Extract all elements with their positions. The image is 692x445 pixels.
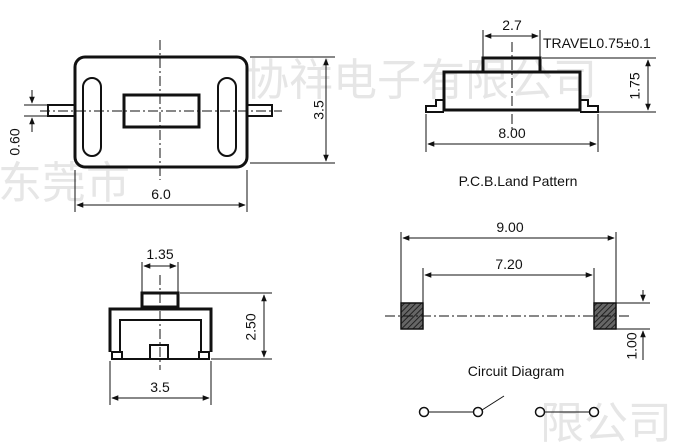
front-view: 1.35 2.50 3.5 [108,246,272,405]
circuit-switch-blade [481,395,505,411]
dim-175-label: 1.75 [627,72,643,99]
circuit-terminal-1 [418,406,430,418]
circuit-terminal-4 [588,406,600,418]
dim-6-label: 6.0 [151,186,171,202]
circuit-terminal-3 [534,406,546,418]
watermark-text-bottom-right: 限公司 [540,398,672,445]
top-view-left-slot [82,77,102,157]
dim-900-label: 9.00 [496,219,523,235]
dim-720-label: 7.20 [495,256,522,272]
dim-060-label: 0.60 [7,128,23,155]
side-view-left-foot [425,99,444,113]
dim-100-label: 1.00 [624,332,640,359]
watermark-text-right: 协祥电子有限公司 [245,55,597,106]
circuit-terminal-2 [472,406,484,418]
front-view-center-pin [149,344,169,360]
front-view-body [108,307,213,352]
dim-27-label: 2.7 [502,17,522,33]
dim-35b-label: 3.5 [150,379,170,395]
dim-250-label: 2.50 [243,313,259,340]
front-view-right-foot [198,351,210,360]
pcb-title: P.C.B.Land Pattern [459,173,578,189]
top-view: 6.0 3.5 0.60 [7,40,335,212]
dim-800-label: 8.00 [498,125,525,141]
pcb-land-pattern: 9.00 7.20 1.00 [385,219,650,360]
circuit-title: Circuit Diagram [468,363,564,379]
side-view: 2.7 TRAVEL0.75±0.1 1.75 8.00 [425,17,656,152]
front-view-left-foot [111,351,123,360]
circuit-diagram [418,395,600,418]
top-view-actuator [122,93,201,129]
travel-label: TRAVEL0.75±0.1 [543,35,651,51]
top-view-right-slot [217,77,237,157]
dim-35-label: 3.5 [311,100,327,120]
dim-135-label: 1.35 [146,246,173,262]
